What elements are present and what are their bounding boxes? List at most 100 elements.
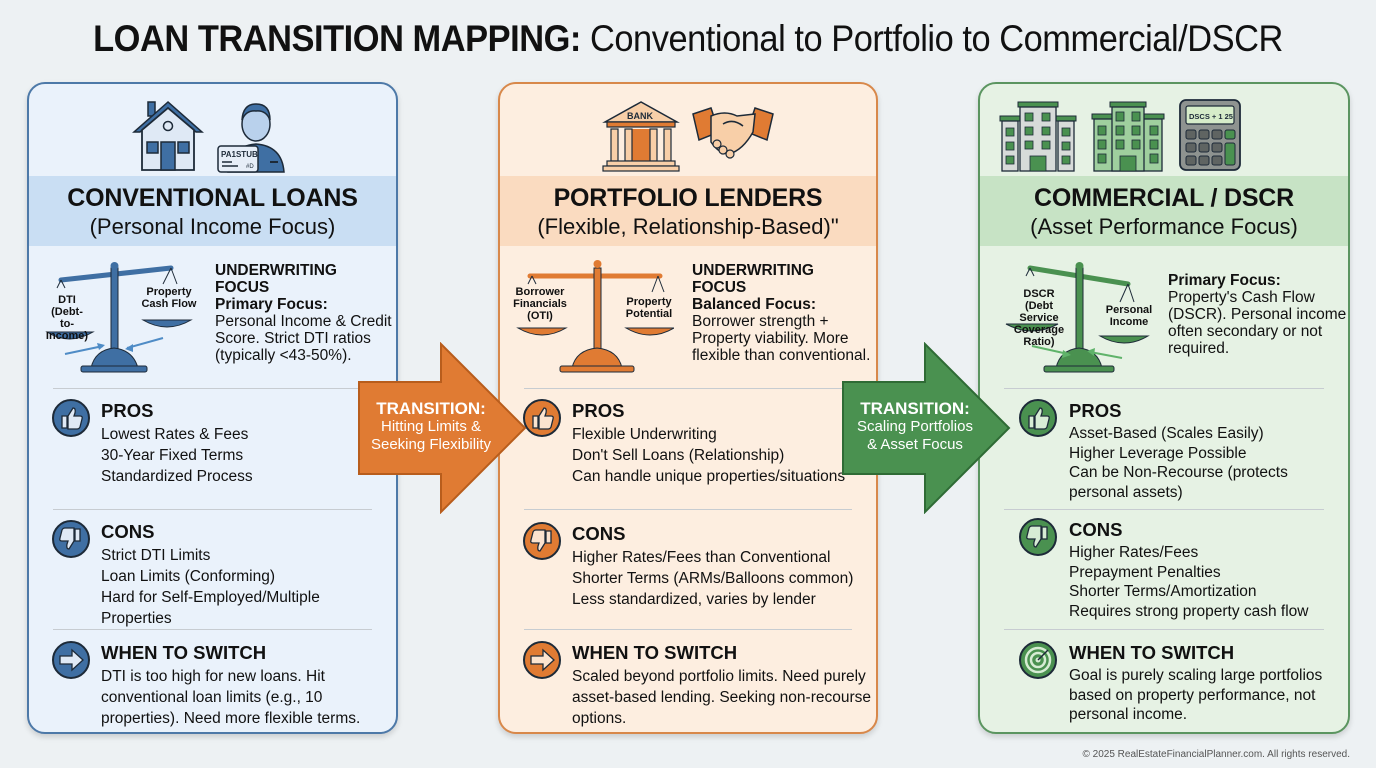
card-header: COMMERCIAL / DSCR (Asset Performance Foc… bbox=[980, 176, 1348, 246]
thumbs-up-icon bbox=[1019, 399, 1057, 437]
thumbs-up-icon bbox=[52, 399, 90, 437]
thumbs-down-icon bbox=[52, 520, 90, 558]
switch-title: WHEN TO SWITCH bbox=[101, 642, 267, 663]
list-item: Don't Sell Loans (Relationship) bbox=[572, 447, 785, 464]
card-icons: DSCS + 1 25 bbox=[998, 98, 1348, 174]
divider bbox=[524, 629, 852, 630]
switch-text: Goal is purely scaling large portfolios … bbox=[1069, 667, 1323, 723]
card-subheading: (Asset Performance Focus) bbox=[1030, 214, 1298, 239]
list-item: Prepayment Penalties bbox=[1069, 563, 1221, 581]
list-item: Scaling Portfolios bbox=[857, 418, 973, 435]
apartment-building-icon bbox=[1091, 101, 1165, 172]
card-icons: BANK bbox=[500, 98, 876, 174]
title-light: Conventional to Portfolio to Commercial/… bbox=[589, 18, 1283, 59]
switch-text: Scaled beyond portfolio limits. Need pur… bbox=[572, 668, 871, 727]
list-item: & Asset Focus bbox=[867, 436, 963, 453]
list-item: Less standardized, varies by lender bbox=[572, 591, 816, 608]
pros-title: PROS bbox=[101, 400, 154, 421]
divider bbox=[1004, 509, 1324, 510]
list-item: Higher Rates/Fees than Conventional bbox=[572, 549, 831, 566]
bank-icon: BANK bbox=[602, 101, 680, 172]
card-subheading: (Personal Income Focus) bbox=[89, 214, 336, 239]
list-item: Seeking Flexibility bbox=[370, 436, 492, 453]
list-item: Higher Rates/Fees bbox=[1069, 544, 1199, 561]
transition-title: TRANSITION: bbox=[376, 399, 486, 418]
thumbs-up-icon bbox=[523, 399, 561, 437]
calculator-display: DSCS + 1 25 bbox=[1189, 112, 1233, 121]
divider bbox=[53, 388, 372, 389]
cons-title: CONS bbox=[572, 523, 626, 544]
divider bbox=[53, 509, 372, 510]
card-header: CONVENTIONAL LOANS (Personal Income Focu… bbox=[29, 176, 396, 246]
list-item: Can handle unique properties/situations bbox=[572, 468, 846, 485]
thumbs-down-icon bbox=[1019, 518, 1057, 556]
underwriting-text: Primary Focus: Property's Cash Flow (DSC… bbox=[1168, 272, 1348, 357]
focus-label: Primary Focus: bbox=[1168, 272, 1281, 289]
list-item: Asset-Based (Scales Easily) bbox=[1069, 425, 1264, 442]
focus-text: Personal Income & Credit Score. Strict D… bbox=[215, 313, 392, 364]
list-item: personal assets) bbox=[1069, 483, 1183, 501]
cons-title: CONS bbox=[1069, 519, 1123, 540]
card-icons: PA1STUB #D bbox=[29, 98, 396, 174]
list-item: Hard for Self-Employed/Multiple Properti… bbox=[101, 589, 320, 627]
copyright-footer: © 2025 RealEstateFinancialPlanner.com. A… bbox=[1082, 749, 1350, 760]
list-item: Lowest Rates & Fees bbox=[101, 426, 249, 443]
pros-list: Asset-Based (Scales Easily)Higher Levera… bbox=[1069, 424, 1348, 502]
list-item: Shorter Terms/Amortization bbox=[1069, 583, 1257, 600]
card-heading: PORTFOLIO LENDERS bbox=[553, 184, 823, 212]
transition-label: TRANSITION: Hitting Limits &Seeking Flex… bbox=[361, 400, 501, 454]
divider bbox=[524, 509, 852, 510]
list-item: Loan Limits (Conforming) bbox=[101, 568, 276, 585]
list-item: 30-Year Fixed Terms bbox=[101, 447, 244, 464]
list-item: Strict DTI Limits bbox=[101, 547, 211, 564]
pros-title: PROS bbox=[1069, 400, 1122, 421]
transition-text: Scaling Portfolios& Asset Focus bbox=[845, 418, 985, 454]
divider bbox=[1004, 388, 1324, 389]
office-building-icon bbox=[999, 101, 1077, 172]
list-item: Shorter Terms (ARMs/Balloons common) bbox=[572, 570, 854, 587]
card-heading: CONVENTIONAL LOANS bbox=[67, 184, 358, 212]
card-subheading: (Flexible, Relationship-Based)" bbox=[537, 214, 839, 239]
transition-label: TRANSITION: Scaling Portfolios& Asset Fo… bbox=[845, 400, 985, 454]
underwriting-title: UNDERWRITING FOCUS bbox=[692, 262, 814, 296]
title-bold: LOAN TRANSITION MAPPING: bbox=[93, 18, 581, 59]
thumbs-down-icon bbox=[523, 522, 561, 560]
scale-left-label: DTI(Debt-to-Income) bbox=[45, 294, 89, 342]
focus-text: Borrower strength + Property viability. … bbox=[692, 313, 871, 364]
underwriting-title: UNDERWRITING FOCUS bbox=[215, 262, 337, 296]
calculator-icon: DSCS + 1 25 bbox=[1179, 99, 1241, 171]
card-portfolio: BANK PORTFOLIO LENDERS (Flexible, Relati… bbox=[498, 82, 878, 734]
list-item: Can be Non-Recourse (protects bbox=[1069, 464, 1288, 481]
cons-title: CONS bbox=[101, 521, 155, 542]
list-item: Hitting Limits & bbox=[380, 418, 482, 435]
card-heading: COMMERCIAL / DSCR bbox=[1033, 184, 1295, 212]
borrower-with-paystub-icon: PA1STUB #D bbox=[216, 103, 285, 173]
list-item: Requires strong property cash flow bbox=[1069, 602, 1309, 620]
focus-label: Balanced Focus: bbox=[692, 296, 817, 313]
transition-text: Hitting Limits &Seeking Flexibility bbox=[361, 418, 501, 454]
underwriting-text: UNDERWRITING FOCUS Primary Focus: Person… bbox=[215, 262, 395, 364]
focus-text: Property's Cash Flow (DSCR). Personal in… bbox=[1168, 289, 1347, 357]
pros-title: PROS bbox=[572, 400, 625, 421]
transition-arrow-1: TRANSITION: Hitting Limits &Seeking Flex… bbox=[357, 342, 527, 514]
card-commercial: DSCS + 1 25 COMMERCIAL / DSCR (Asset Per… bbox=[978, 82, 1350, 734]
target-icon bbox=[1019, 641, 1057, 679]
paystub-label: PA1STUB bbox=[221, 150, 258, 159]
transition-arrow-2: TRANSITION: Scaling Portfolios& Asset Fo… bbox=[841, 342, 1011, 514]
card-header: PORTFOLIO LENDERS (Flexible, Relationshi… bbox=[500, 176, 876, 246]
list-item: Flexible Underwriting bbox=[572, 426, 717, 443]
